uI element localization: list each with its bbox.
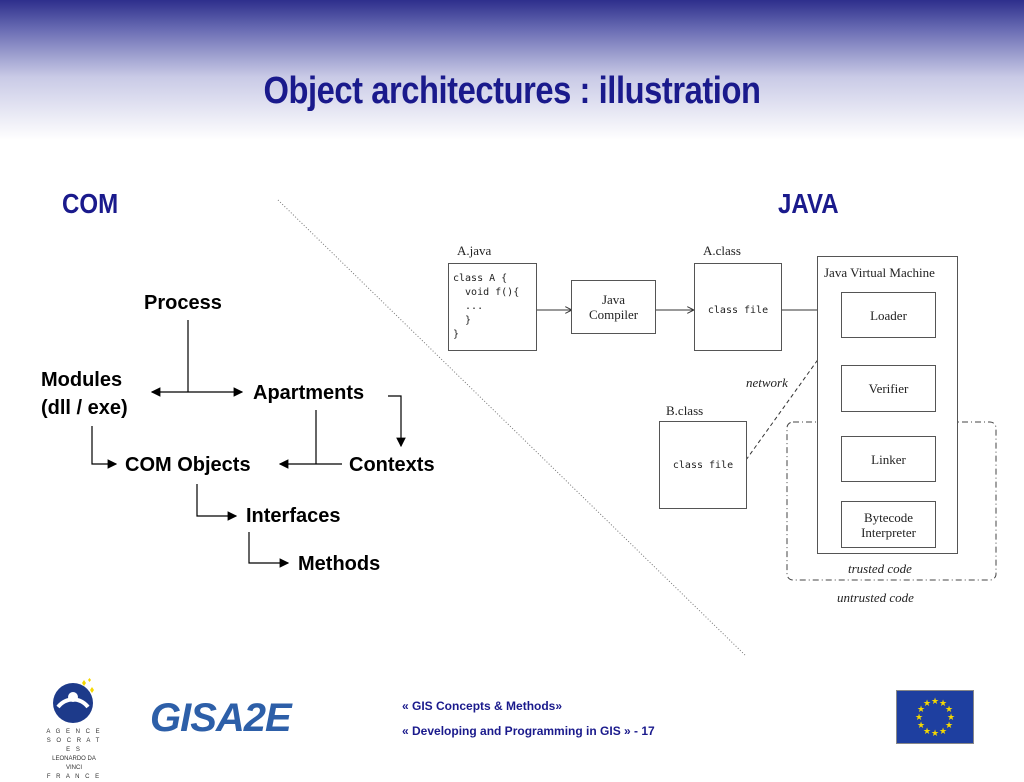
- jvm-loader-box: Loader: [841, 292, 936, 338]
- svg-text:★: ★: [917, 705, 925, 715]
- gisa2e-logo-text: GISA2E: [150, 696, 292, 740]
- compiler-line1: Java: [601, 292, 626, 307]
- com-node-interfaces: Interfaces: [246, 505, 341, 527]
- a-java-label: A.java: [457, 243, 492, 258]
- svg-text:★: ★: [939, 699, 947, 709]
- jvm-label: Java Virtual Machine: [824, 265, 935, 280]
- com-node-contexts: Contexts: [349, 454, 435, 476]
- trusted-code-region: [786, 421, 997, 581]
- a-java-source-box: class A { void f(){ ... } }: [448, 263, 537, 351]
- b-class-file-box: class file: [659, 421, 747, 509]
- footer-course-title: « GIS Concepts & Methods»: [402, 699, 563, 713]
- svg-text:★: ★: [917, 721, 925, 731]
- com-node-modules-sub: (dll / exe): [41, 397, 128, 419]
- a-class-label: A.class: [703, 243, 741, 258]
- verifier-text: Verifier: [868, 381, 909, 396]
- loader-text: Loader: [870, 307, 907, 323]
- svg-text:★: ★: [931, 697, 939, 707]
- untrusted-code-label: untrusted code: [837, 590, 914, 605]
- svg-text:★: ★: [931, 729, 939, 739]
- jvm-verifier-box: Verifier: [841, 365, 936, 412]
- interpreter-line2: Interpreter: [861, 524, 916, 540]
- linker-text: Linker: [871, 451, 906, 467]
- b-class-label: B.class: [666, 403, 704, 418]
- eu-stars-icon: ★ ★ ★ ★ ★ ★ ★ ★ ★ ★ ★ ★: [915, 697, 955, 739]
- a-class-file-text: class file: [707, 304, 769, 316]
- svg-text:★: ★: [923, 699, 931, 709]
- jvm-linker-box: Linker: [841, 436, 936, 482]
- a-java-code: class A { void f(){ ... } }: [453, 273, 520, 340]
- header-gradient-band: [0, 0, 1024, 140]
- svg-text:★: ★: [923, 727, 931, 737]
- slide-title: Object architectures : illustration: [263, 70, 761, 112]
- svg-text:★: ★: [945, 721, 953, 731]
- footer-lecture-page: « Developing and Programming in GIS » - …: [402, 724, 655, 738]
- trusted-code-label: trusted code: [848, 561, 912, 576]
- com-node-methods: Methods: [298, 553, 381, 575]
- eu-flag: ★ ★ ★ ★ ★ ★ ★ ★ ★ ★ ★ ★: [896, 690, 974, 744]
- com-section-label: COM: [62, 188, 119, 219]
- com-node-modules: Modules: [41, 369, 123, 391]
- diagonal-separator: [277, 199, 747, 657]
- svg-text:★: ★: [945, 705, 953, 715]
- svg-text:★: ★: [939, 727, 947, 737]
- compiler-line2: Compiler: [588, 307, 639, 322]
- com-node-apartments: Apartments: [253, 382, 365, 404]
- java-compiler-box: Java Compiler: [571, 280, 656, 334]
- socrates-text: A G E N C E S O C R A T E S LEONARDO DA …: [46, 729, 102, 780]
- network-label: network: [746, 375, 788, 390]
- svg-text:★: ★: [915, 713, 923, 723]
- svg-text:★: ★: [947, 713, 955, 723]
- com-node-process: Process: [144, 292, 222, 314]
- interpreter-line1: Bytecode: [863, 509, 914, 525]
- gisa2e-logo: GISA2E: [150, 696, 334, 740]
- java-section-label: JAVA: [778, 188, 839, 219]
- com-node-com-objects: COM Objects: [125, 454, 251, 476]
- jvm-interpreter-box: Bytecode Interpreter: [841, 501, 936, 548]
- b-class-file-text: class file: [672, 459, 734, 471]
- a-class-file-box: class file: [694, 263, 782, 351]
